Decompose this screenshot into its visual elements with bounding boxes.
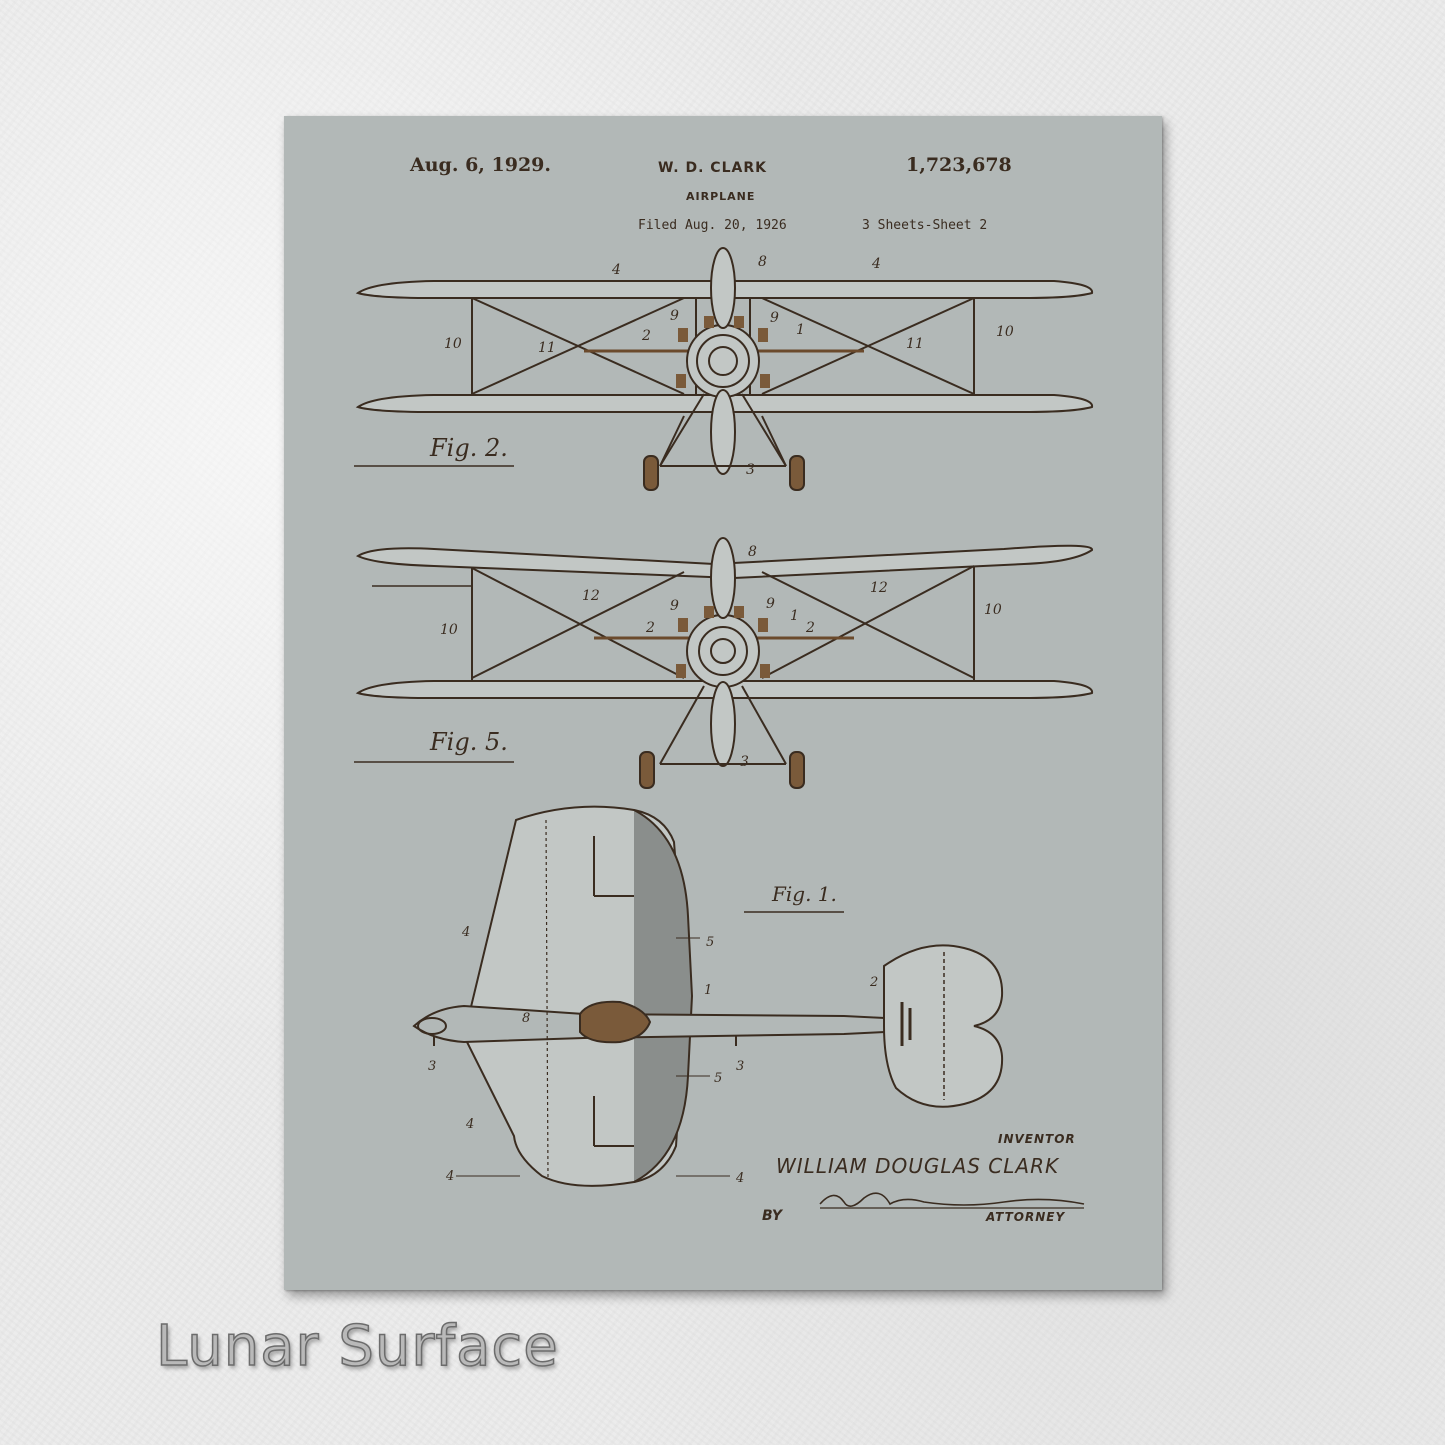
attorney-signature-mark: [819, 1192, 1085, 1209]
svg-text:5: 5: [706, 935, 714, 950]
svg-text:3: 3: [740, 754, 749, 770]
svg-text:11: 11: [538, 340, 556, 356]
svg-text:2: 2: [641, 328, 651, 344]
patent-title: AIRPLANE: [686, 190, 756, 203]
fig2-label: Fig. 2.: [430, 434, 508, 462]
product-caption: Lunar Surface: [155, 1313, 559, 1380]
fig1-top-view: 4 5 1 8 3 3 5 4 4 4 2: [412, 805, 1004, 1187]
svg-text:10: 10: [440, 622, 458, 638]
fig5-front-view: 8 12 12 10 10 2 9 9 1 2 3: [354, 537, 1094, 789]
svg-text:8: 8: [748, 544, 757, 560]
patent-filed-date: Filed Aug. 20, 1926: [638, 218, 787, 233]
patent-sheets: 3 Sheets-Sheet 2: [862, 218, 988, 233]
airplane-drawings: 4 8 4 10 10 11 11 2 9 9 1 3: [354, 247, 1094, 1209]
patent-date: Aug. 6, 1929.: [410, 154, 552, 176]
svg-text:10: 10: [444, 336, 462, 352]
svg-text:4: 4: [461, 925, 470, 940]
patent-inventor: W. D. CLARK: [658, 160, 767, 176]
patent-number: 1,723,678: [906, 154, 1012, 176]
svg-text:4: 4: [871, 256, 881, 272]
svg-text:2: 2: [645, 620, 655, 636]
svg-text:5: 5: [714, 1071, 722, 1086]
svg-text:4: 4: [735, 1171, 744, 1186]
svg-text:4: 4: [611, 262, 621, 278]
fig2-front-view: 4 8 4 10 10 11 11 2 9 9 1 3: [354, 247, 1094, 491]
attorney-label: ATTORNEY: [986, 1210, 1066, 1224]
svg-text:1: 1: [790, 608, 799, 624]
svg-text:3: 3: [428, 1059, 436, 1074]
svg-text:12: 12: [870, 580, 888, 596]
fig5-label: Fig. 5.: [430, 728, 508, 756]
svg-text:9: 9: [670, 598, 679, 614]
svg-text:8: 8: [522, 1011, 530, 1026]
inventor-name: WILLIAM DOUGLAS CLARK: [776, 1154, 1060, 1178]
svg-text:9: 9: [770, 310, 779, 326]
svg-text:1: 1: [796, 322, 805, 338]
inventor-label: INVENTOR: [998, 1132, 1076, 1146]
svg-text:10: 10: [996, 324, 1014, 340]
svg-text:9: 9: [670, 308, 679, 324]
svg-text:2: 2: [869, 975, 878, 990]
fig1-label: Fig. 1.: [772, 882, 837, 906]
svg-text:12: 12: [582, 588, 600, 604]
svg-text:3: 3: [736, 1059, 744, 1074]
patent-print: Aug. 6, 1929. W. D. CLARK 1,723,678 AIRP…: [284, 116, 1162, 1290]
svg-text:11: 11: [906, 336, 924, 352]
svg-text:9: 9: [766, 596, 775, 612]
by-label: BY: [762, 1208, 783, 1224]
svg-text:10: 10: [984, 602, 1002, 618]
svg-text:3: 3: [746, 462, 755, 478]
svg-text:4: 4: [445, 1169, 454, 1184]
svg-text:8: 8: [758, 254, 767, 270]
svg-text:2: 2: [805, 620, 815, 636]
svg-text:1: 1: [704, 983, 712, 998]
svg-text:4: 4: [465, 1117, 474, 1132]
